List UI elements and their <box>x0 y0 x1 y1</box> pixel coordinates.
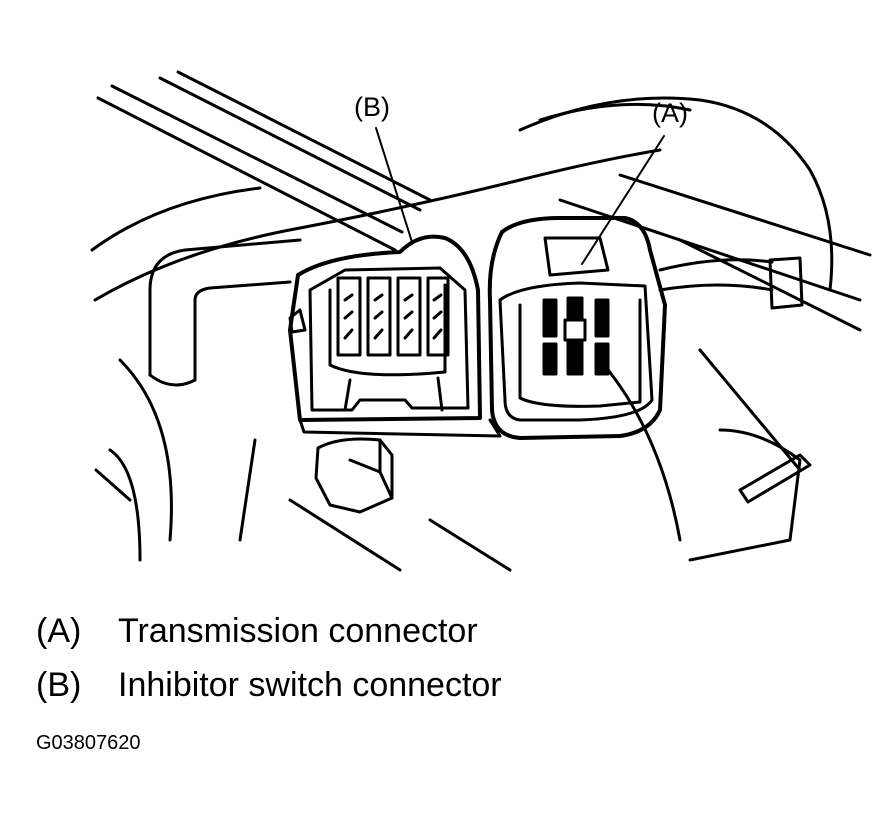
pipe <box>148 238 302 387</box>
legend-item-a: (A) Transmission connector <box>36 614 478 648</box>
legend-key: (A) <box>36 612 82 650</box>
callout-label-a: (A) <box>652 98 688 128</box>
callout-label-b: (B) <box>354 92 390 122</box>
leader-lines <box>375 127 665 265</box>
background-linework <box>90 70 872 572</box>
figure-code: G03807620 <box>36 732 141 754</box>
mount-bracket <box>298 418 502 438</box>
legend-item-b: (B) Inhibitor switch connector <box>36 668 502 702</box>
connector-illustration <box>90 70 872 572</box>
connector-a <box>487 216 667 440</box>
harness-clip <box>658 256 804 310</box>
bolt <box>314 437 394 514</box>
legend-text: Transmission connector <box>118 612 478 650</box>
connector-b <box>288 234 482 422</box>
legend-key: (B) <box>36 666 82 704</box>
legend-text: Inhibitor switch connector <box>118 666 502 704</box>
